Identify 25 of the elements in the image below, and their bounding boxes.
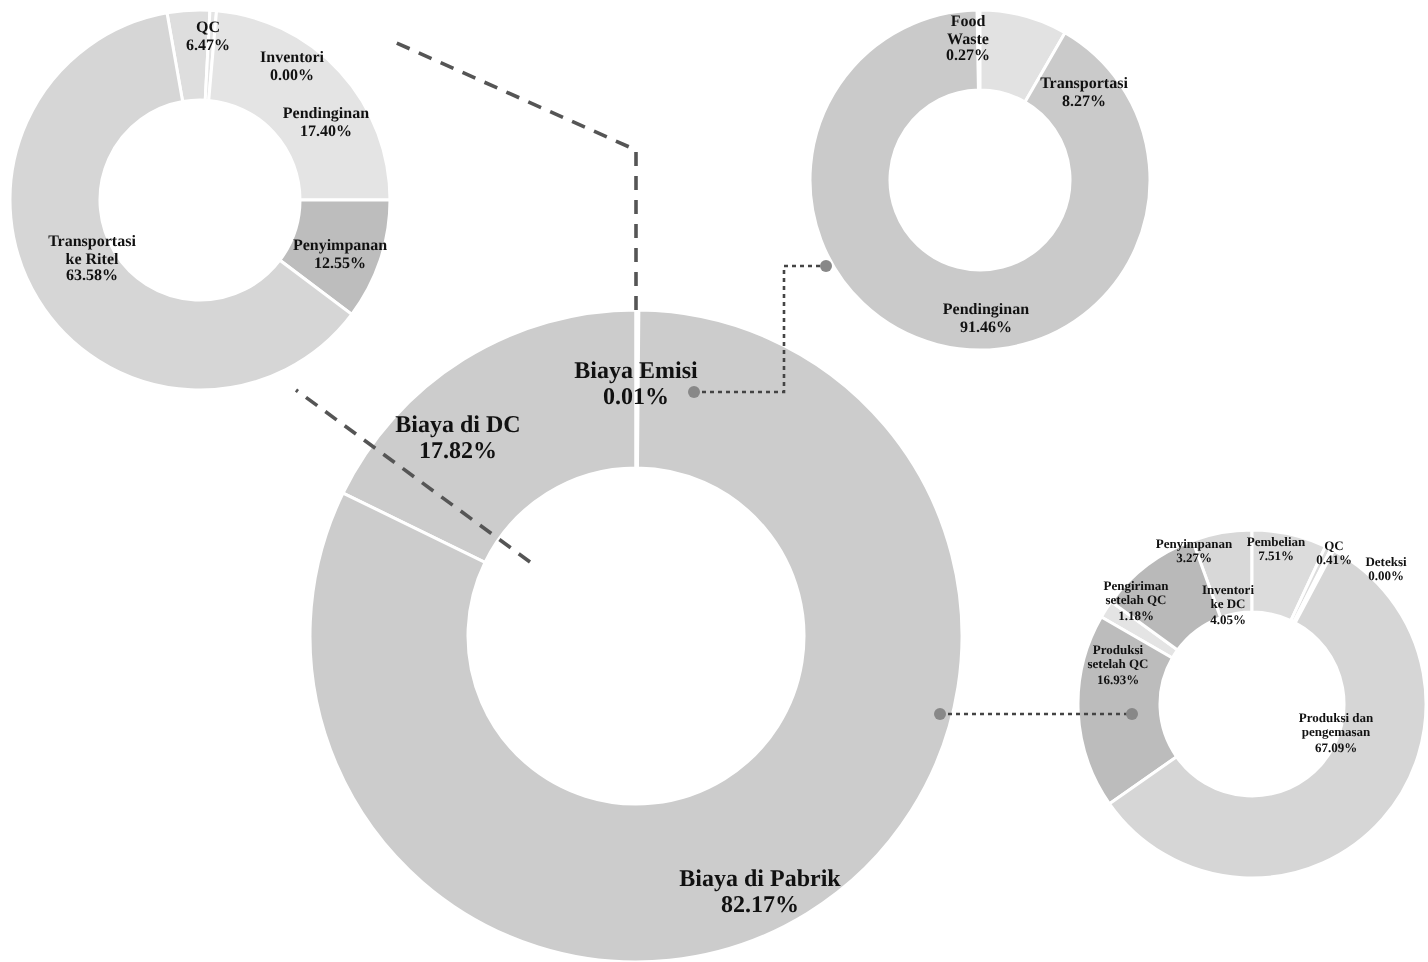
dotted-connector (934, 708, 1138, 720)
slice-label: Penyimpanan (292, 238, 388, 256)
percent-label: 0.00% (270, 67, 314, 86)
percent-label: 0.01% (603, 383, 669, 411)
percent-label: 17.82% (419, 437, 497, 465)
percent-label: 6.47% (186, 37, 230, 56)
dashed-connector (294, 388, 532, 564)
percent-label: 0.27% (946, 48, 990, 67)
dotted-connector (688, 260, 832, 398)
slice-label: Pendinginan (942, 302, 1030, 320)
percent-label: 82.17% (721, 891, 799, 919)
percent-label: 63.58% (66, 268, 118, 287)
slice-label: Biaya di DC (395, 411, 521, 438)
slice-label: Biaya Emisi (574, 357, 698, 384)
slice-label: Transportasi ke Ritel (46, 233, 138, 269)
slice-label: Transportasi (1040, 76, 1128, 94)
percent-label: 12.55% (314, 255, 366, 274)
percent-label: 17.40% (300, 123, 352, 142)
slice-label: Inventori (260, 50, 324, 68)
slice-label: Biaya di Pabrik (679, 865, 841, 892)
slice-label: Pendinginan (282, 106, 370, 124)
percent-label: 91.46% (960, 319, 1012, 338)
percent-label: 8.27% (1062, 93, 1106, 112)
slice-label: Food Waste (945, 13, 991, 49)
slice-label: QC (196, 20, 220, 38)
